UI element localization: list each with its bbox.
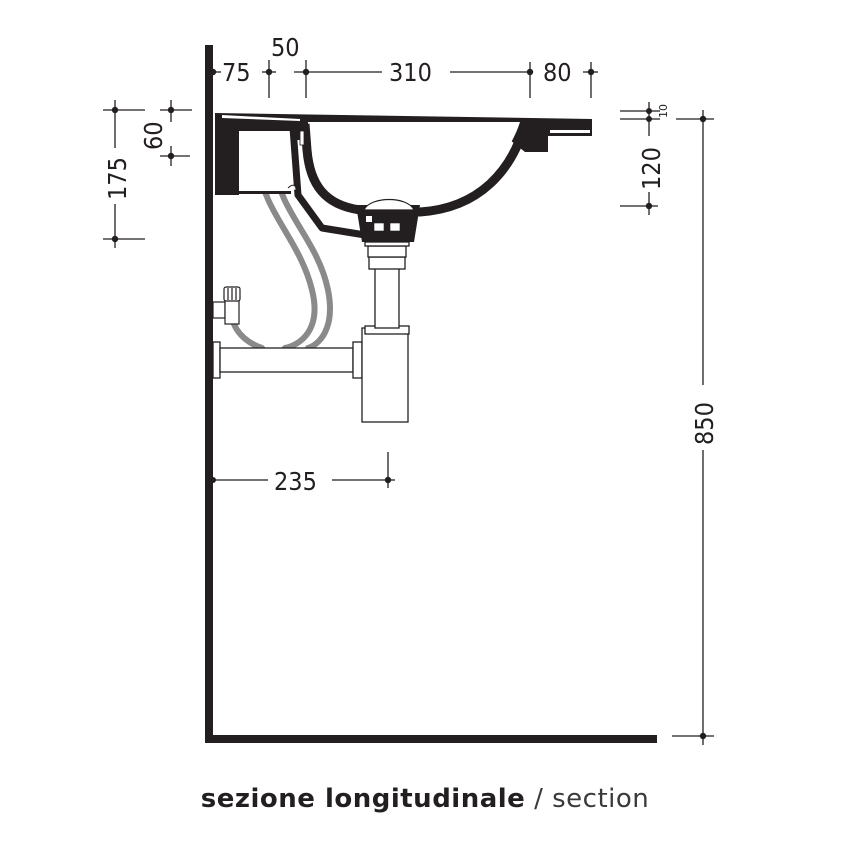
basin-section bbox=[215, 113, 592, 242]
dimension-drain-axis: 235 bbox=[210, 452, 395, 496]
wall-and-floor bbox=[205, 45, 657, 743]
wall-outlet-pipe bbox=[212, 341, 363, 379]
pop-up-waste-icon bbox=[363, 199, 415, 211]
dimension-right: 10 120 850 bbox=[620, 102, 719, 745]
caption-english: section bbox=[552, 784, 650, 814]
drawing-caption: sezione longitudinale / section bbox=[0, 784, 850, 814]
dimension-top: 75 50 310 80 bbox=[209, 33, 598, 98]
dim-850: 850 bbox=[690, 402, 719, 445]
dimension-left: 175 60 bbox=[103, 100, 192, 248]
dim-310: 310 bbox=[389, 58, 432, 87]
angle-valve-icon bbox=[212, 286, 241, 325]
dim-50: 50 bbox=[271, 33, 300, 62]
caption-italian: sezione longitudinale bbox=[200, 784, 526, 814]
bottle-trap bbox=[361, 241, 410, 423]
caption-separator: / bbox=[525, 784, 553, 814]
supply-hoses bbox=[229, 165, 333, 351]
wall-line bbox=[205, 45, 213, 743]
dim-80: 80 bbox=[543, 58, 572, 87]
dim-10: 10 bbox=[657, 104, 670, 118]
dim-235: 235 bbox=[274, 467, 317, 496]
floor-line bbox=[205, 735, 657, 743]
dim-175: 175 bbox=[103, 157, 132, 200]
dim-120: 120 bbox=[637, 147, 666, 190]
dim-60: 60 bbox=[139, 121, 168, 150]
dim-75: 75 bbox=[222, 58, 251, 87]
